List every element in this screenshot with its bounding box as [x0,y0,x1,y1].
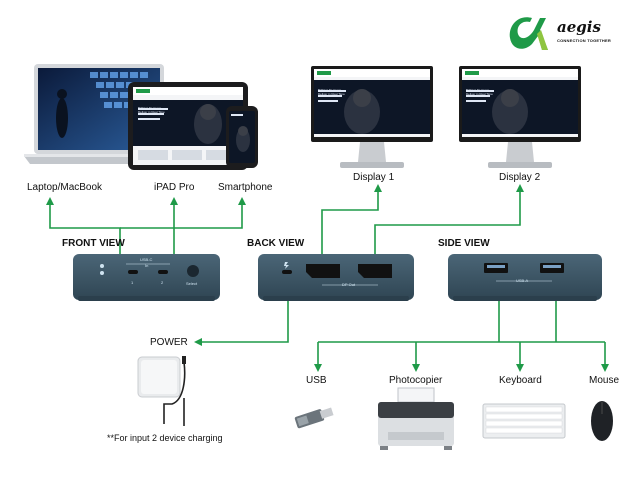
photocopier-image [378,388,454,450]
label-side-view: SIDE VIEW [438,238,490,249]
port-label-select: Select [186,281,197,286]
hub-back-view [258,254,414,301]
usb-drive-image [294,406,334,429]
display-1-monitor [311,66,433,168]
side-to-peripherals-connectors [318,300,605,368]
port-label-usb-a: USB-A [516,278,528,283]
back-to-power-connector [198,300,288,342]
display-2-screen-headline: Brilliant AV image Deliver in Real Time [466,88,496,96]
port-label-dp-out: DP Out [342,282,355,287]
brand-name: aegis [557,18,601,36]
port-label-usb-c: USB-C [140,257,152,262]
port-label-in: In [145,263,148,268]
mouse-image [591,401,613,441]
display-2-monitor [459,66,581,168]
label-keyboard: Keyboard [499,375,542,386]
brand-tagline: CONNECTION TOGETHER [557,38,611,43]
label-smartphone: Smartphone [218,182,272,193]
label-laptop: Laptop/MacBook [27,182,102,193]
port-label-1: 1 [131,280,133,285]
power-adapter-image [138,356,186,426]
label-front-view: FRONT VIEW [62,238,125,249]
label-back-view: BACK VIEW [247,238,304,249]
label-display-2: Display 2 [499,172,540,183]
power-note: **For input 2 device charging [107,433,223,443]
label-mouse: Mouse [589,375,619,386]
label-photocopier: Photocopier [389,375,442,386]
aegis-logo-icon [510,17,548,50]
label-display-1: Display 1 [353,172,394,183]
display-1-screen-headline: Brilliant AV image Deliver in Real Time [318,88,348,96]
port-label-2: 2 [161,280,163,285]
back-to-displays-connectors [322,188,520,255]
label-ipad: iPAD Pro [154,182,194,193]
keyboard-image [483,404,565,438]
ipad-screen-headline: Brilliant AV image Deliver in Real Time [138,106,166,114]
label-usb: USB [306,375,327,386]
smartphone-image [226,106,258,168]
label-power: POWER [150,337,188,348]
